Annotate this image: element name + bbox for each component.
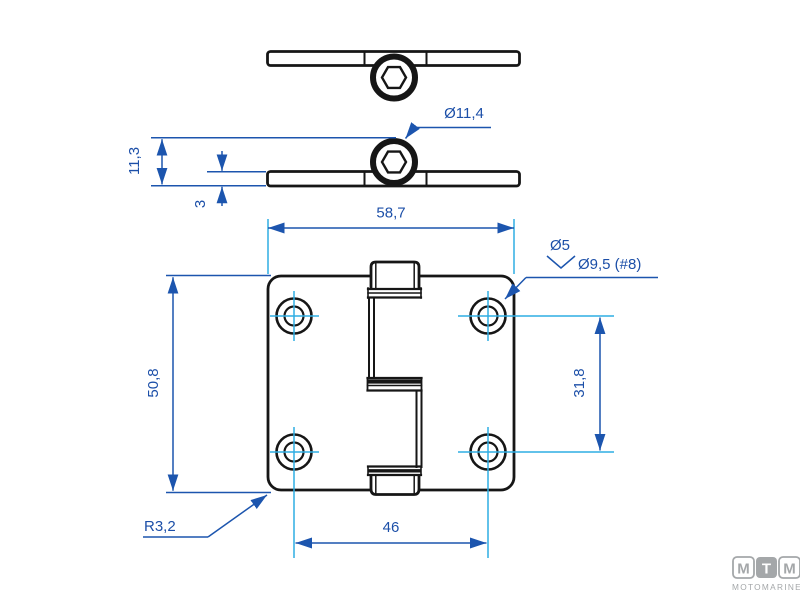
- dim-closed-height-label: 11,3: [126, 147, 143, 175]
- logo-letter-m1: M: [737, 561, 750, 578]
- dim-hole-pitch-horizontal-label: 46: [383, 519, 400, 536]
- dim-knuckle-diameter: Ø11,4: [404, 105, 491, 139]
- top-knuckle: [366, 260, 423, 299]
- dim-closed-height: 11,3: [126, 137, 396, 187]
- mtm-motomarine-logo: M T M MOTOMARINE: [732, 556, 800, 592]
- dim-hole-pitch-vertical: 31,8: [571, 317, 606, 451]
- hinge-side-view: [266, 138, 521, 188]
- logo-letter-m2: M: [783, 561, 796, 578]
- dim-knuckle-diameter-label: Ø11,4: [444, 105, 484, 122]
- dim-overall-height-label: 50,8: [145, 368, 162, 397]
- dim-leaf-thickness: 3: [192, 151, 266, 208]
- logo-box-m2: [778, 556, 800, 579]
- dim-corner-radius-label: R3,2: [144, 518, 176, 535]
- dim-overall-height: 50,8: [145, 274, 271, 494]
- dimensions: 11,3 3 Ø11,4 58,7 50,8: [126, 105, 658, 549]
- countersink-symbol: [546, 255, 576, 269]
- hole-centerlines: [270, 291, 614, 558]
- hinge-front-view: [266, 260, 614, 558]
- logo-letter-t: T: [762, 561, 771, 578]
- dim-leaf-thickness-label: 3: [192, 200, 209, 208]
- logo-box-m1: [732, 556, 755, 579]
- dim-overall-width-label: 58,7: [376, 205, 405, 222]
- bottom-knuckle: [366, 465, 423, 496]
- hinge-top-view: [266, 50, 521, 102]
- dim-hole-pitch-vertical-label: 31,8: [571, 368, 588, 397]
- top-view-hex-socket: [380, 65, 408, 90]
- dim-hole-diameter-label: Ø5: [550, 237, 570, 254]
- dim-hole-callout: Ø5 Ø9,5 (#8): [504, 237, 658, 300]
- logo-wordmark: MOTOMARINE: [732, 582, 800, 592]
- middle-knuckle: [366, 376, 423, 392]
- logo-box-t: [756, 557, 777, 578]
- dim-corner-radius: R3,2: [143, 494, 268, 538]
- dim-hole-pitch-horizontal: 46: [295, 519, 487, 549]
- dim-overall-width: 58,7: [267, 205, 515, 274]
- side-view-hex-socket: [380, 150, 408, 174]
- dim-countersink-label: Ø9,5 (#8): [578, 256, 641, 273]
